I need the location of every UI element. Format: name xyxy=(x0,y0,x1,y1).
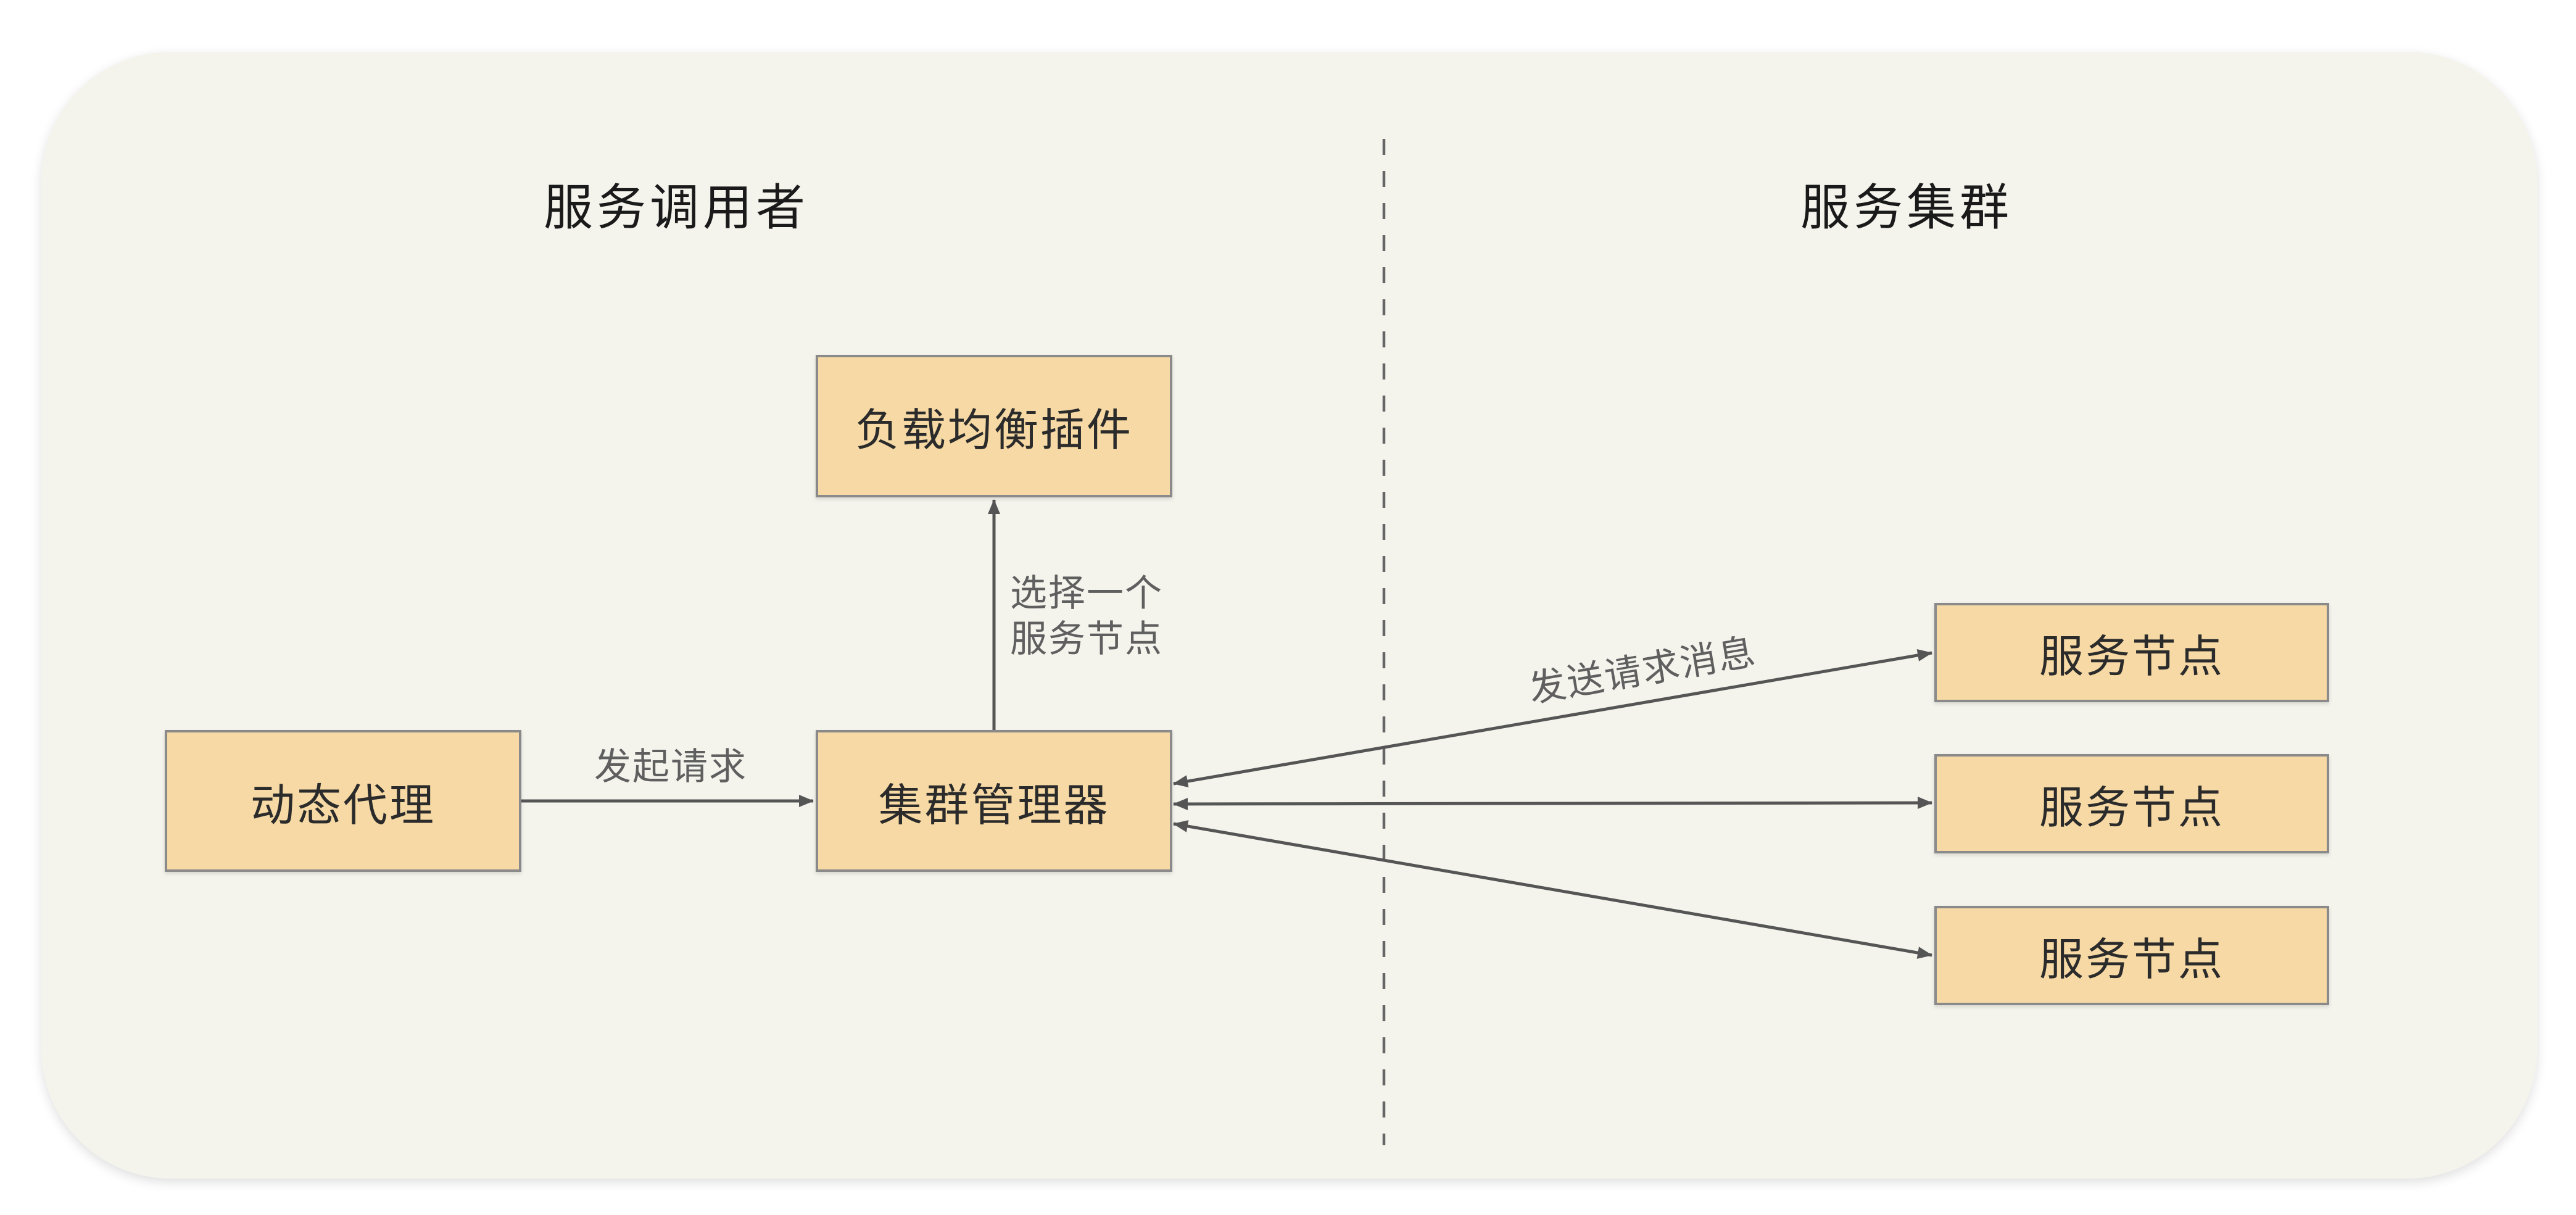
edge-send-request-node-3 xyxy=(1173,820,1932,959)
edge-send-request-node-2 xyxy=(1173,797,1932,810)
section-title-service-caller: 服务调用者 xyxy=(544,180,809,235)
section-title-service-cluster: 服务集群 xyxy=(1800,180,2013,235)
node-service-node-3: 服务节点 xyxy=(1934,906,2329,1005)
edge-label-select-node-line-2: 服务节点 xyxy=(1010,618,1163,660)
node-service-node-2: 服务节点 xyxy=(1934,754,2329,853)
node-service-node-1: 服务节点 xyxy=(1934,603,2329,702)
node-dynamic-proxy: 动态代理 xyxy=(165,730,521,872)
node-cluster-manager: 集群管理器 xyxy=(816,730,1172,872)
edge-send-request-node-1 xyxy=(1173,649,1932,787)
edge-label-initiate-request: 发起请求 xyxy=(594,746,747,787)
edge-label-select-node: 选择一个 服务节点 xyxy=(1010,571,1163,662)
node-load-balancer-plugin: 负载均衡插件 xyxy=(816,355,1172,497)
edge-label-select-node-line-1: 选择一个 xyxy=(1010,573,1163,614)
